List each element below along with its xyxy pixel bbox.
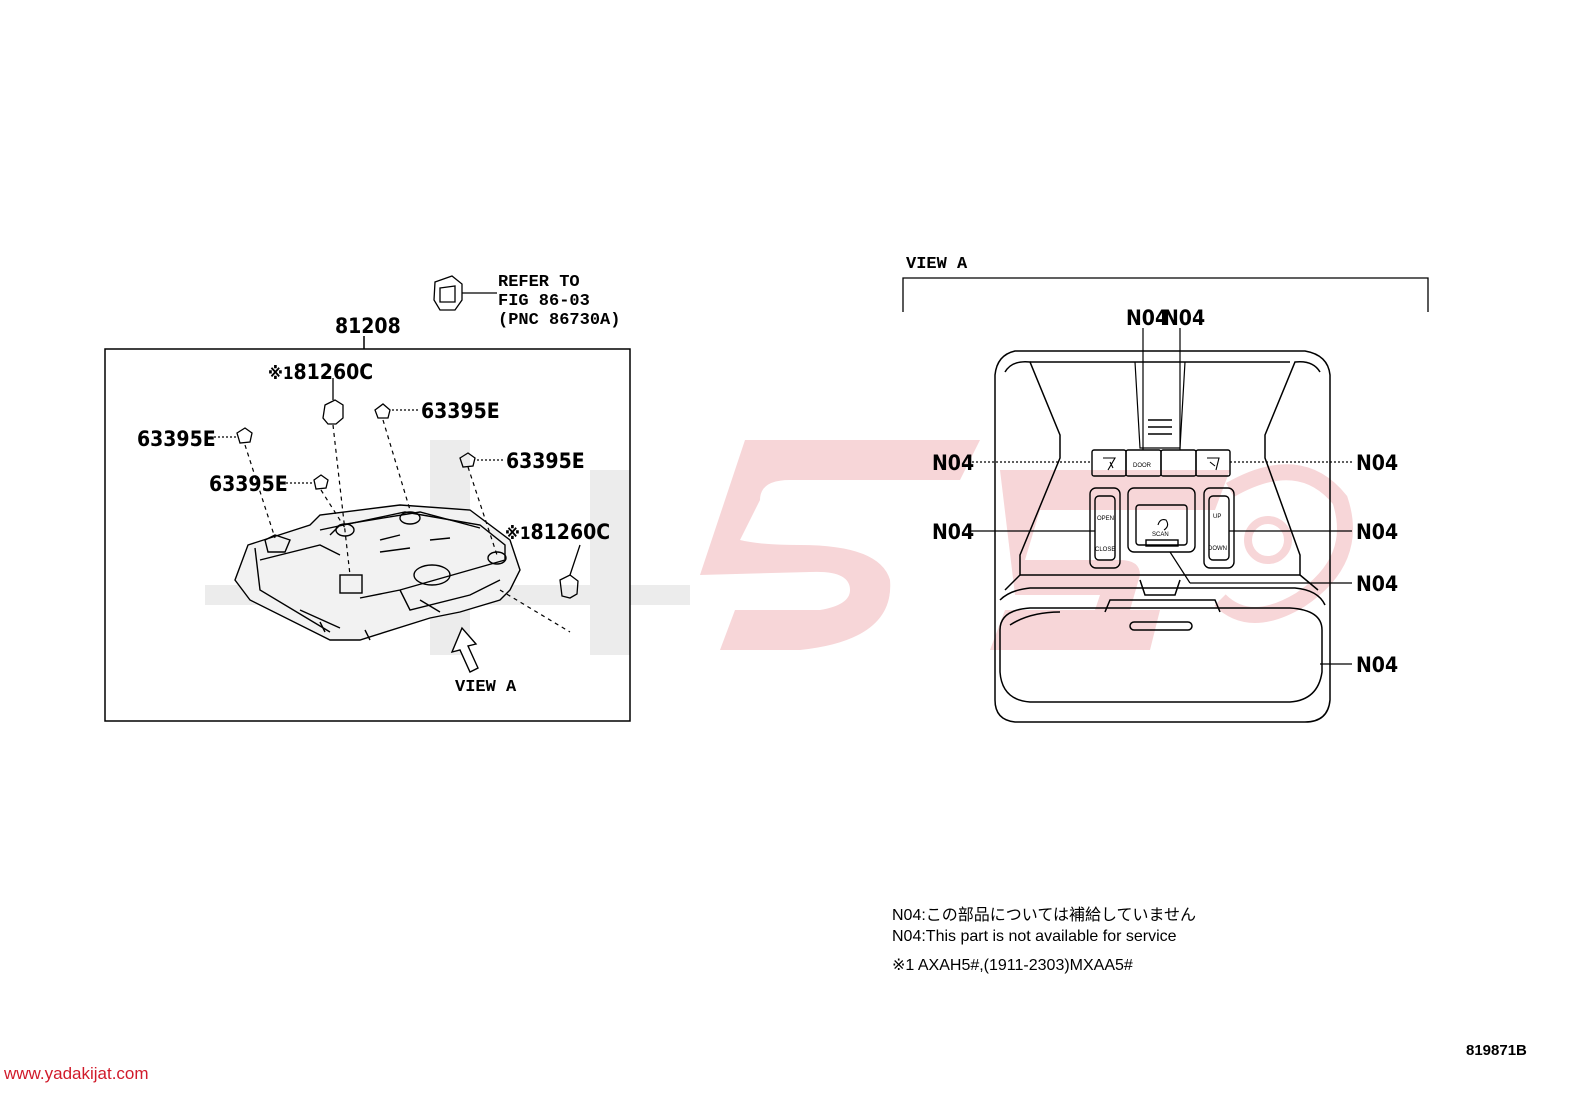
note-applicability: ※1 AXAH5#,(1911-2303)MXAA5# [892,957,1133,974]
screw-63395e-2-icon [374,403,420,419]
part-81260c-right: 81260C [531,520,611,544]
left-assembly-panel [104,275,631,722]
console-housing-icon [234,504,521,641]
svg-text:※181260C: ※181260C [268,360,373,384]
down-button-label: DOWN [1208,546,1227,552]
clip-icon [433,275,497,311]
note-english: N04:This part is not available for servi… [892,928,1177,945]
svg-text:※181260C: ※181260C [505,520,610,544]
center-sensor-module [1127,487,1196,553]
symbol-mark: ※1 [268,364,294,384]
door-button-label: DOOR [1133,463,1152,469]
part-63395e-label-1: 63395E [137,427,216,451]
part-63395e-label-2: 63395E [421,399,500,423]
view-a-title: VIEW A [906,255,968,274]
refer-line-1: REFER TO [498,273,580,292]
screw-63395e-1-icon [210,427,253,444]
note-japanese: N04:この部品については補給していません [892,907,1197,924]
refer-line-2: FIG 86-03 [498,292,590,311]
svg-text:REFER TO: REFER TO [498,273,580,292]
button-legends: DOOR OPEN CLOSE UP DOWN SCAN [1095,463,1227,553]
refer-line-3: (PNC 86730A) [498,311,620,330]
n04-label-left-2: N04 [932,520,974,544]
document-id: 819871B [1466,1042,1527,1059]
close-button-label: CLOSE [1095,547,1115,553]
right-sunroof-switch [1203,487,1235,569]
left-sunroof-switch [1089,487,1121,569]
open-button-label: OPEN [1097,516,1114,522]
left-labels: REFER TO FIG 86-03 (PNC 86730A) 81208 ※1… [137,273,620,697]
n04-label-right-1: N04 [1356,451,1398,475]
sunglass-holder [999,579,1323,703]
view-a-panel [902,277,1429,723]
screw-63395e-3-icon [282,474,329,490]
n04-label-right-2: N04 [1356,520,1398,544]
svg-text:(PNC 86730A): (PNC 86730A) [498,311,620,330]
clip-81260c-top-icon [322,378,344,425]
n04-label-right-3: N04 [1356,572,1398,596]
n04-leader-lines [968,328,1352,665]
website-link[interactable]: www.yadakijat.com [4,1064,149,1083]
symbol-mark: ※1 [505,524,531,544]
n04-label-top-2: N04 [1163,306,1205,330]
install-guide-lines [244,419,571,633]
up-button-label: UP [1213,514,1221,520]
main-part-number: 81208 [335,314,401,338]
view-a-arrow-icon [450,626,479,673]
n04-label-right-4: N04 [1356,653,1398,677]
part-81260c-top: 81260C [294,360,374,384]
svg-text:FIG 86-03: FIG 86-03 [498,292,590,311]
assembly-frame [104,348,631,722]
view-a-labels: VIEW A N04 N04 N04 N04 N04 N04 N04 N04 [906,255,1398,677]
console-outline-icon [994,350,1331,723]
part-63395e-label-4: 63395E [506,449,585,473]
screw-63395e-4-icon [459,452,505,468]
view-a-arrow-label: VIEW A [455,678,517,697]
n04-label-left-1: N04 [932,451,974,475]
part-63395e-label-3: 63395E [209,472,288,496]
top-button-row [1091,449,1231,477]
clip-81260c-right-icon [559,544,581,599]
n04-label-top-1: N04 [1126,306,1168,330]
scan-button-label: SCAN [1152,532,1169,538]
